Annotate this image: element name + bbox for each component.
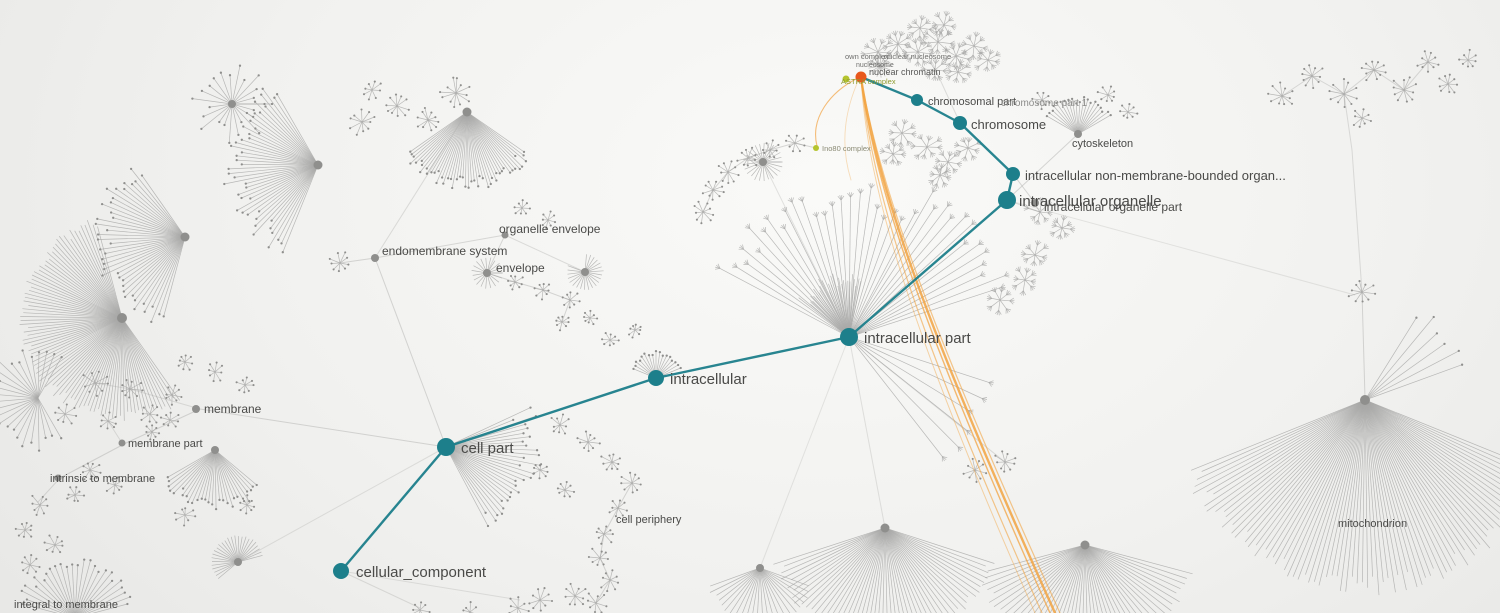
cluster-hub-node[interactable] (1074, 130, 1082, 138)
term-label: intracellular organelle part (1044, 200, 1183, 214)
term-label: envelope (496, 261, 545, 275)
go-node-intracellular_organelle[interactable] (998, 191, 1016, 209)
selected-path-nodes (333, 71, 1020, 579)
term-label: organelle envelope (499, 222, 601, 236)
cluster-hub-node[interactable] (1031, 199, 1039, 207)
tiny-term-label: Ino80 complex (822, 144, 871, 153)
cluster-hub-node[interactable] (756, 564, 764, 572)
go-node-cellular_component[interactable] (333, 563, 349, 579)
highlight-flow-edges (815, 76, 1061, 613)
tiny-term-label: ASTRA complex (841, 77, 896, 86)
go-node-label-chromosome: chromosome (971, 117, 1046, 132)
highlighted-node-orange[interactable] (855, 71, 867, 83)
tiny-term-label: nuclear chromatin (869, 67, 941, 77)
go-node-label-cell_part: cell part (461, 440, 514, 457)
term-label: chromosome part 1 (1001, 98, 1088, 109)
tiny-term-label: nucleosome (856, 62, 894, 69)
cluster-hub-node[interactable] (211, 446, 219, 454)
cluster-hub-node[interactable] (1360, 395, 1370, 405)
cluster-hub-node[interactable] (234, 558, 242, 566)
cluster-hub-node[interactable] (117, 313, 127, 323)
go-node-label-cellular_component: cellular_component (356, 564, 487, 581)
term-label: integral to membrane (14, 599, 118, 611)
go-node-cell_part[interactable] (437, 438, 455, 456)
cluster-fans (0, 10, 1500, 613)
term-label: cell periphery (616, 514, 682, 526)
go-node-chromosomal_part[interactable] (911, 94, 923, 106)
tiny-term-label: own complex (845, 52, 889, 61)
go-node-label-intracellular_part: intracellular part (864, 330, 972, 347)
highlighted-node-green-2[interactable] (813, 145, 819, 151)
cluster-hub-node[interactable] (501, 231, 509, 239)
go-node-intracellular_part[interactable] (840, 328, 858, 346)
cluster-hub-node[interactable] (1080, 540, 1090, 550)
cluster-hub-node[interactable] (880, 523, 890, 533)
cluster-hub-node[interactable] (371, 254, 379, 262)
cluster-hub-node[interactable] (483, 269, 491, 277)
go-node-label-non_membrane_bounded_organelle: intracellular non-membrane-bounded organ… (1025, 168, 1286, 183)
leaf-dots (0, 48, 1477, 613)
term-label: membrane part (128, 438, 203, 450)
cluster-hub-node[interactable] (192, 405, 200, 413)
cluster-hub-node[interactable] (54, 474, 62, 482)
cluster-hub-node[interactable] (759, 158, 767, 166)
go-node-non_membrane_bounded_organelle[interactable] (1006, 167, 1020, 181)
term-label: cytoskeleton (1072, 138, 1133, 150)
connector-edges (37, 61, 1429, 609)
go-node-label-intracellular: intracellular (670, 371, 747, 388)
cluster-hub-node[interactable] (228, 100, 236, 108)
tiny-term-label: nuclear nucleosome (884, 52, 951, 61)
cluster-hub-node[interactable] (581, 268, 589, 276)
go-node-label-intracellular_organelle: intracellular organelle (1019, 193, 1162, 210)
cluster-hub-node[interactable] (118, 439, 126, 447)
selected-path-edges (339, 75, 1015, 573)
highlighted-node-green[interactable] (842, 75, 850, 83)
term-label: endomembrane system (382, 244, 507, 258)
go-node-chromosome[interactable] (953, 116, 967, 130)
go-node-label-chromosomal_part: chromosomal part (928, 96, 1016, 108)
cluster-hub-node[interactable] (313, 160, 323, 170)
cluster-hub-node[interactable] (180, 232, 190, 242)
cluster-hub-node[interactable] (462, 107, 472, 117)
term-label: intrinsic to membrane (50, 473, 155, 485)
labels: cellular_component cell part intracellular… (14, 52, 1407, 611)
term-label: mitochondrion (1338, 518, 1407, 530)
go-node-intracellular[interactable] (648, 370, 664, 386)
term-label: membrane (204, 402, 262, 416)
